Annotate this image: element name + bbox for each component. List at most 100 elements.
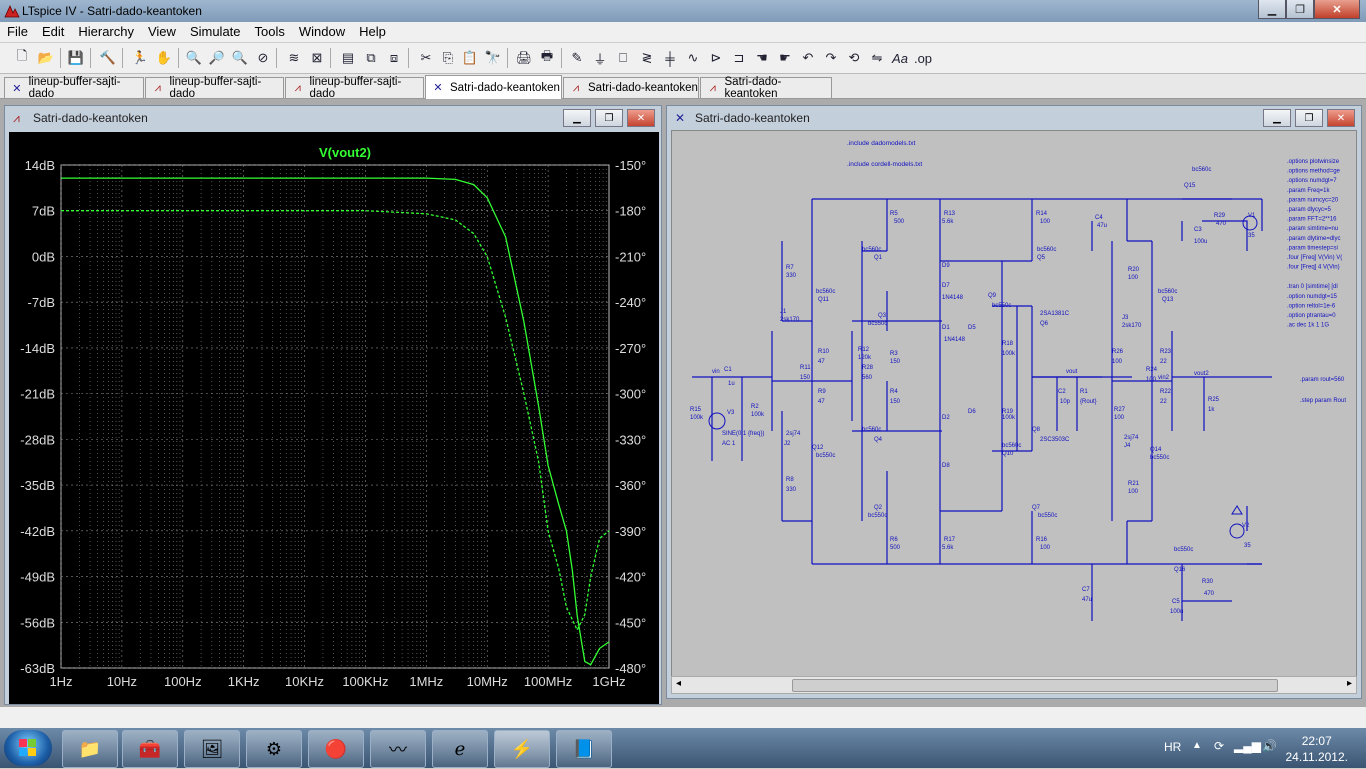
autorange-icon[interactable]: ≋ <box>288 50 300 65</box>
text-icon[interactable]: Aa <box>892 50 908 66</box>
menu-help[interactable]: Help <box>359 24 386 39</box>
undo-icon[interactable]: ↶ <box>802 50 814 65</box>
tile-horizontal-icon[interactable]: ▤ <box>341 50 355 65</box>
include-directive: .include cordell-models.txt <box>847 161 922 168</box>
clock[interactable]: 22:07 24.11.2012. <box>1285 733 1348 765</box>
minimize-button[interactable]: ▁ <box>563 109 591 127</box>
close-button[interactable]: ✕ <box>1314 0 1360 19</box>
minimize-button[interactable]: ▁ <box>1258 0 1286 19</box>
menu-tools[interactable]: Tools <box>254 24 285 39</box>
restore-button[interactable]: ❐ <box>1295 109 1323 127</box>
print-preview-icon[interactable]: 🖨 <box>515 50 533 65</box>
plot-pane[interactable]: 14dB-150°7dB-180°0dB-210°-7dB-240°-14dB-… <box>9 132 659 704</box>
paste-icon[interactable]: 📋 <box>461 50 479 65</box>
resistor-icon[interactable]: ≷ <box>641 50 653 65</box>
notepad-taskbar-icon[interactable]: 📘 <box>556 730 612 768</box>
halt-icon[interactable]: ✋ <box>155 50 173 65</box>
save-icon[interactable]: 💾 <box>67 50 85 65</box>
menu-simulate[interactable]: Simulate <box>189 24 241 39</box>
scrollbar-thumb[interactable] <box>792 679 1278 692</box>
scroll-right-icon[interactable]: ▸ <box>1346 678 1352 689</box>
component-label: 2sk170 <box>1122 323 1142 329</box>
volume-icon[interactable]: 🔊 <box>1262 739 1277 753</box>
menu-view[interactable]: View <box>147 24 176 39</box>
plot-frame <box>60 164 610 669</box>
open-folder-icon[interactable]: 📂 <box>37 50 55 65</box>
wire-icon[interactable]: ✎ <box>571 50 583 65</box>
menu-window[interactable]: Window <box>298 24 346 39</box>
explorer-taskbar-icon[interactable]: 📁 <box>62 730 118 768</box>
device-taskbar-icon[interactable]: ⚙ <box>246 730 302 768</box>
internet-explorer-taskbar-icon[interactable]: ℯ <box>432 730 488 768</box>
drag-hand-icon[interactable]: ☛ <box>779 50 791 65</box>
waveform-window-title: Satri-dado-keantoken <box>33 111 148 125</box>
component-label: R14 <box>1036 211 1048 217</box>
zoom-out-icon[interactable]: 🔍 <box>231 50 249 65</box>
ltspice-taskbar-icon[interactable]: ⚡ <box>494 730 550 768</box>
component-label: 100 <box>1112 359 1123 365</box>
fft-icon[interactable]: ⊠ <box>311 50 323 65</box>
schematic-window-titlebar[interactable]: ✕ Satri-dado-keantoken ▁ ❐ ✕ <box>667 106 1361 130</box>
tab-satri-waveform-1[interactable]: ⩘ Satri-dado-keantoken <box>563 77 699 98</box>
cascade-icon[interactable]: ⧉ <box>366 50 376 65</box>
capacitor-icon[interactable]: ╪ <box>665 50 675 66</box>
tab-lineup-waveform-2[interactable]: ⩘ lineup-buffer-sajti-dado <box>285 76 424 100</box>
tab-lineup-waveform-1[interactable]: ⩘ lineup-buffer-sajti-dado <box>145 76 284 100</box>
menu-file[interactable]: File <box>7 24 28 39</box>
schematic-canvas[interactable]: .include dadomodels.txt .include cordell… <box>671 130 1357 677</box>
component-label: R12 <box>858 347 870 353</box>
show-hidden-icons-icon[interactable]: ▲ <box>1192 740 1202 751</box>
tab-label: lineup-buffer-sajti-dado <box>28 76 121 100</box>
menu-edit[interactable]: Edit <box>41 24 65 39</box>
component-label: J2 <box>784 441 791 447</box>
burner-taskbar-icon[interactable]: 🔴 <box>308 730 364 768</box>
y-left-tick-label: -28dB <box>20 432 55 447</box>
find-icon[interactable]: 🔭 <box>484 50 502 65</box>
run-icon[interactable]: 🏃 <box>131 50 149 65</box>
sync-icon[interactable]: ⟳ <box>1214 739 1225 753</box>
installer-taskbar-icon[interactable]: 🧰 <box>122 730 178 768</box>
tab-lineup-schematic[interactable]: ✕ lineup-buffer-sajti-dado <box>4 76 144 100</box>
move-hand-icon[interactable]: ☚ <box>756 50 768 65</box>
rotate-icon[interactable]: ⟲ <box>848 50 860 65</box>
new-schematic-icon[interactable]: 🗋 <box>16 48 28 63</box>
horizontal-scrollbar[interactable]: ◂ ▸ <box>671 676 1357 694</box>
close-button[interactable]: ✕ <box>627 109 655 127</box>
restore-button[interactable]: ❐ <box>595 109 623 127</box>
inductor-icon[interactable]: ∿ <box>687 50 699 65</box>
restore-button[interactable]: ❐ <box>1286 0 1314 19</box>
pan-icon[interactable]: 🔎 <box>208 50 226 65</box>
zoom-in-icon[interactable]: 🔍 <box>185 50 203 65</box>
label-net-icon[interactable]: ⎕ <box>619 50 627 65</box>
component-icon[interactable]: ⊐ <box>733 50 745 65</box>
scroll-left-icon[interactable]: ◂ <box>676 678 682 689</box>
oscilloscope-taskbar-icon[interactable]: 〰 <box>370 730 426 768</box>
ground-icon[interactable]: ⏚ <box>593 51 607 67</box>
bode-plot[interactable]: 14dB-150°7dB-180°0dB-210°-7dB-240°-14dB-… <box>9 132 659 704</box>
start-button[interactable] <box>4 730 52 766</box>
image-viewer-taskbar-icon[interactable]: 🖼 <box>184 730 240 768</box>
diode-icon[interactable]: ⊳ <box>710 50 722 65</box>
y-right-tick-label: -210° <box>615 249 646 264</box>
spice-directive-icon[interactable]: .op <box>913 50 933 66</box>
tab-satri-waveform-2[interactable]: ⩘ Satri-dado-keantoken <box>700 76 832 100</box>
waveform-window-titlebar[interactable]: ⩘ Satri-dado-keantoken ▁ ❐ ✕ <box>5 106 661 130</box>
minimize-button[interactable]: ▁ <box>1263 109 1291 127</box>
network-icon[interactable]: ▂▄▆ <box>1234 739 1261 753</box>
tab-satri-schematic[interactable]: ✕ Satri-dado-keantoken <box>425 75 562 99</box>
control-panel-icon[interactable]: 🔨 <box>99 50 117 65</box>
language-indicator[interactable]: HR <box>1164 740 1182 754</box>
tab-label: Satri-dado-keantoken <box>450 81 560 94</box>
cut-icon[interactable]: ✂ <box>420 50 432 65</box>
close-all-icon[interactable]: ⧈ <box>389 50 399 65</box>
close-button[interactable]: ✕ <box>1327 109 1355 127</box>
copy-icon[interactable]: ⎘ <box>442 50 454 65</box>
mirror-icon[interactable]: ⇋ <box>871 50 883 65</box>
schematic-drawing[interactable]: .include dadomodels.txt .include cordell… <box>672 131 1356 676</box>
redo-icon[interactable]: ↷ <box>825 50 837 65</box>
print-icon[interactable]: 🖶 <box>540 48 554 63</box>
component-label: Q9 <box>988 293 997 299</box>
component-label: R22 <box>1160 389 1172 395</box>
menu-hierarchy[interactable]: Hierarchy <box>78 24 134 39</box>
zoom-cancel-icon[interactable]: ⊘ <box>257 50 269 65</box>
